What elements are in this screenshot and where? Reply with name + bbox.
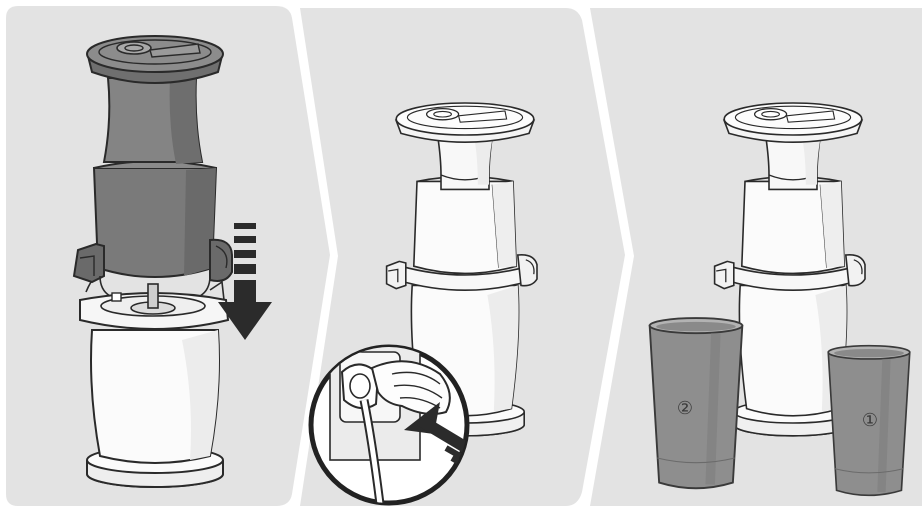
juicer-base-icon [80, 270, 228, 487]
cup-icon: ② [650, 318, 743, 488]
cup-label-2: ② [677, 398, 693, 419]
cup-icon: ① [828, 346, 909, 496]
cup-label-1: ① [862, 410, 878, 431]
